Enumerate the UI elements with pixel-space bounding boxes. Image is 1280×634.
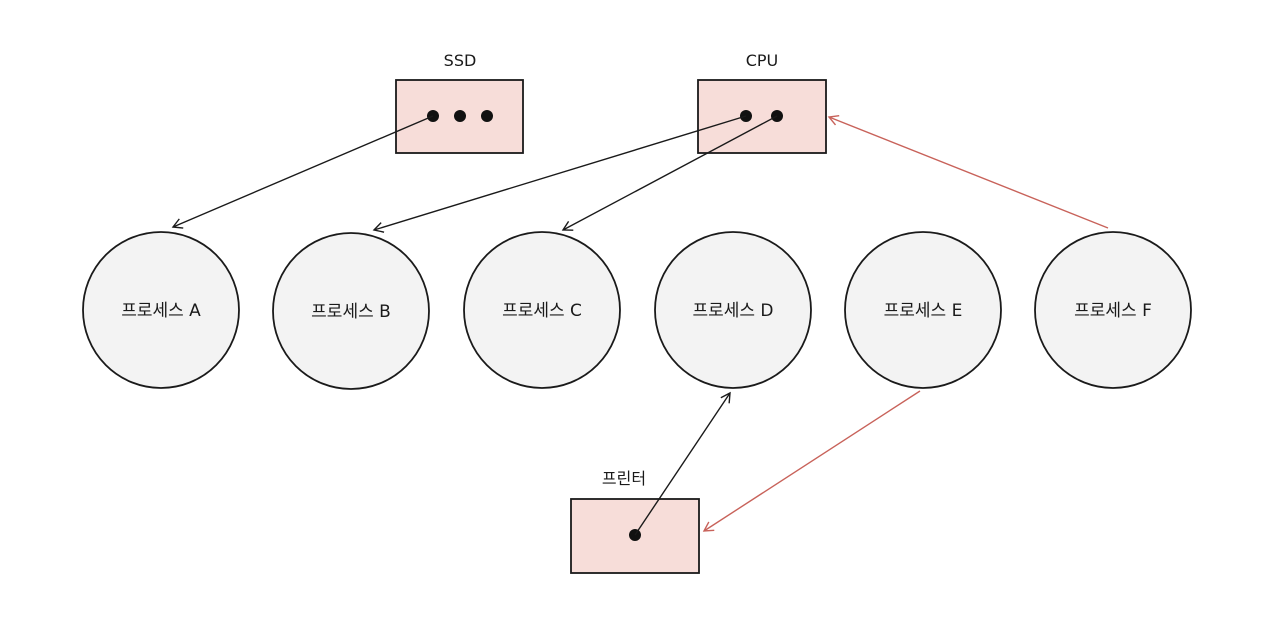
ssd-label: SSD (444, 51, 477, 70)
ssd-resource: SSD (395, 51, 524, 154)
edge-printer-to-process-d (634, 391, 731, 536)
process-f-node (1034, 231, 1192, 389)
process-b-label: 프로세스 B (311, 302, 391, 322)
process-c-node (463, 231, 621, 389)
printer-label: 프린터 (602, 469, 646, 488)
ssd-instance-dot-2 (454, 110, 466, 122)
process-d-node (654, 231, 812, 389)
edge-cpu-to-process-b (372, 115, 747, 233)
edge-ssd-to-process-a (171, 115, 434, 229)
process-b-node (272, 232, 430, 390)
process-e-label: 프로세스 E (884, 301, 963, 321)
cpu-label: CPU (746, 51, 779, 70)
process-b: 프로세스 B (272, 232, 430, 390)
process-d: 프로세스 D (654, 231, 812, 389)
process-a-node (82, 231, 240, 389)
process-f-label: 프로세스 F (1074, 301, 1152, 321)
cpu-resource: CPU (697, 51, 827, 154)
edge-process-f-to-cpu (827, 114, 1109, 229)
cpu-box (697, 79, 827, 154)
process-e: 프로세스 E (844, 231, 1002, 389)
process-c-label: 프로세스 C (502, 301, 582, 321)
process-a-label: 프로세스 A (121, 301, 201, 321)
ssd-instance-dot-3 (481, 110, 493, 122)
process-e-node (844, 231, 1002, 389)
process-c: 프로세스 C (463, 231, 621, 389)
process-d-label: 프로세스 D (692, 301, 773, 321)
process-f: 프로세스 F (1034, 231, 1192, 389)
edge-cpu-to-process-c (561, 115, 778, 231)
edge-process-e-to-printer (702, 390, 921, 532)
printer-resource: 프린터 (570, 469, 700, 574)
process-a: 프로세스 A (82, 231, 240, 389)
